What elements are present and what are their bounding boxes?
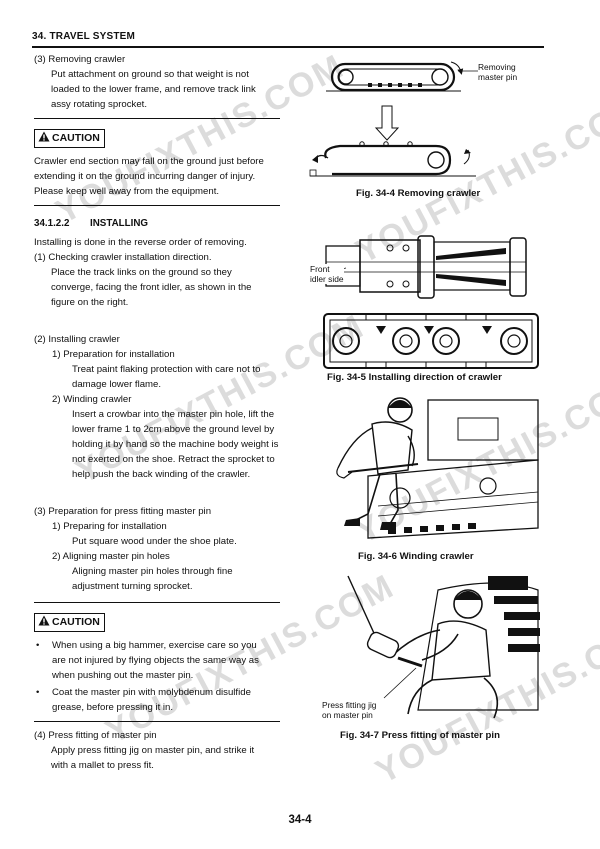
press-fitting-illustration xyxy=(347,575,540,719)
step-text: converge, facing the front idler, as sho… xyxy=(51,282,252,293)
winding-crawler-illustration xyxy=(336,397,539,539)
substep-heading: 1) Preparing for installation xyxy=(52,521,167,532)
step-removing-crawler: (3) Removing crawler Put attachment on g… xyxy=(34,52,280,112)
caution-label: CAUTION xyxy=(52,132,100,144)
subsection-heading: 34.1.2.2 INSTALLING xyxy=(34,216,280,231)
substep-text: Insert a crowbar into the master pin hol… xyxy=(72,409,275,420)
divider xyxy=(34,602,280,603)
substep-text: help push the back winding of the crawle… xyxy=(72,469,251,480)
warning-triangle-icon xyxy=(38,615,50,630)
caution-text: Please keep well away from the equipment… xyxy=(34,186,220,197)
substep-text: damage lower flame. xyxy=(72,379,162,390)
substep-heading: 2) Winding crawler xyxy=(52,394,132,405)
figure-caption: Fig. 34-7 Press fitting of master pin xyxy=(340,730,500,741)
callout-label: Front idler side xyxy=(310,264,344,284)
figure-removing-crawler: Removing master pin xyxy=(306,54,546,189)
crawler-removal-illustration xyxy=(309,61,478,177)
warning-triangle-icon xyxy=(38,131,50,146)
page-number: 34-4 xyxy=(288,814,312,826)
divider xyxy=(34,205,280,206)
caution-badge: CAUTION xyxy=(34,129,105,148)
substep-text: Treat paint flaking protection with care… xyxy=(72,364,261,375)
text-column: (3) Removing crawler Put attachment on g… xyxy=(34,52,280,773)
divider xyxy=(34,118,280,119)
substep-heading: 1) Preparation for installation xyxy=(52,349,175,360)
figure-winding-crawler xyxy=(308,388,544,546)
callout-label: Press fitting jig on master pin xyxy=(322,700,377,720)
crawler-direction-illustration xyxy=(311,235,539,369)
step-text: figure on the right. xyxy=(51,297,129,308)
caution-bullet: When using a big hammer, exercise care s… xyxy=(34,638,280,683)
substep-heading: 2) Aligning master pin holes xyxy=(52,551,170,562)
caution-badge: CAUTION xyxy=(34,613,105,632)
callout-label: Removing master pin xyxy=(478,62,518,82)
substep-text: Put square wood under the shoe plate. xyxy=(72,536,237,547)
figure-press-fitting: Press fitting jig on master pin xyxy=(318,570,544,722)
step-heading: (2) Installing crawler xyxy=(34,334,120,345)
figure-caption: Fig. 34-4 Removing crawler xyxy=(356,188,481,199)
step-heading: (3) Preparation for press fitting master… xyxy=(34,506,212,517)
step-text: with a mallet to press fit. xyxy=(51,760,154,771)
caution-bullet: Coat the master pin with molybdenum disu… xyxy=(34,685,280,715)
substep-text: lower frame 1 to 2cm above the ground le… xyxy=(72,424,275,435)
caution-label: CAUTION xyxy=(52,616,100,628)
divider xyxy=(34,721,280,722)
step-text: assy rotating sprocket. xyxy=(51,99,147,110)
step-text: loaded to the lower frame, and remove tr… xyxy=(51,84,256,95)
substep-text: adjustment turning sprocket. xyxy=(72,581,193,592)
figure-caption: Fig. 34-6 Winding crawler xyxy=(358,551,474,562)
section-title: 34. TRAVEL SYSTEM xyxy=(32,31,136,42)
step-text: Place the track links on the ground so t… xyxy=(51,267,232,278)
subsection-number: 34.1.2.2 xyxy=(34,218,70,229)
figure-installing-direction: Front idler side xyxy=(306,234,546,372)
step-heading: (4) Press fitting of master pin xyxy=(34,730,157,741)
page-header: 34. TRAVEL SYSTEM xyxy=(32,26,544,48)
substep-text: holding it by hand so the machine body w… xyxy=(72,439,279,450)
step-heading: (1) Checking crawler installation direct… xyxy=(34,252,212,263)
step-heading: (3) Removing crawler xyxy=(34,54,126,65)
caution-text: Crawler end section may fall on the grou… xyxy=(34,156,264,167)
step-text: Put attachment on ground so that weight … xyxy=(51,69,249,80)
subsection-title: INSTALLING xyxy=(90,218,149,229)
substep-text: Aligning master pin holes through fine xyxy=(72,566,233,577)
figure-caption: Fig. 34-5 Installing direction of crawle… xyxy=(327,372,502,383)
caution-text: extending it on the ground incurring dan… xyxy=(34,171,256,182)
step-text: Apply press fitting jig on master pin, a… xyxy=(51,745,255,756)
substep-text: not exerted on the shoe. Retract the spr… xyxy=(72,454,275,465)
intro-text: Installing is done in the reverse order … xyxy=(34,237,247,248)
